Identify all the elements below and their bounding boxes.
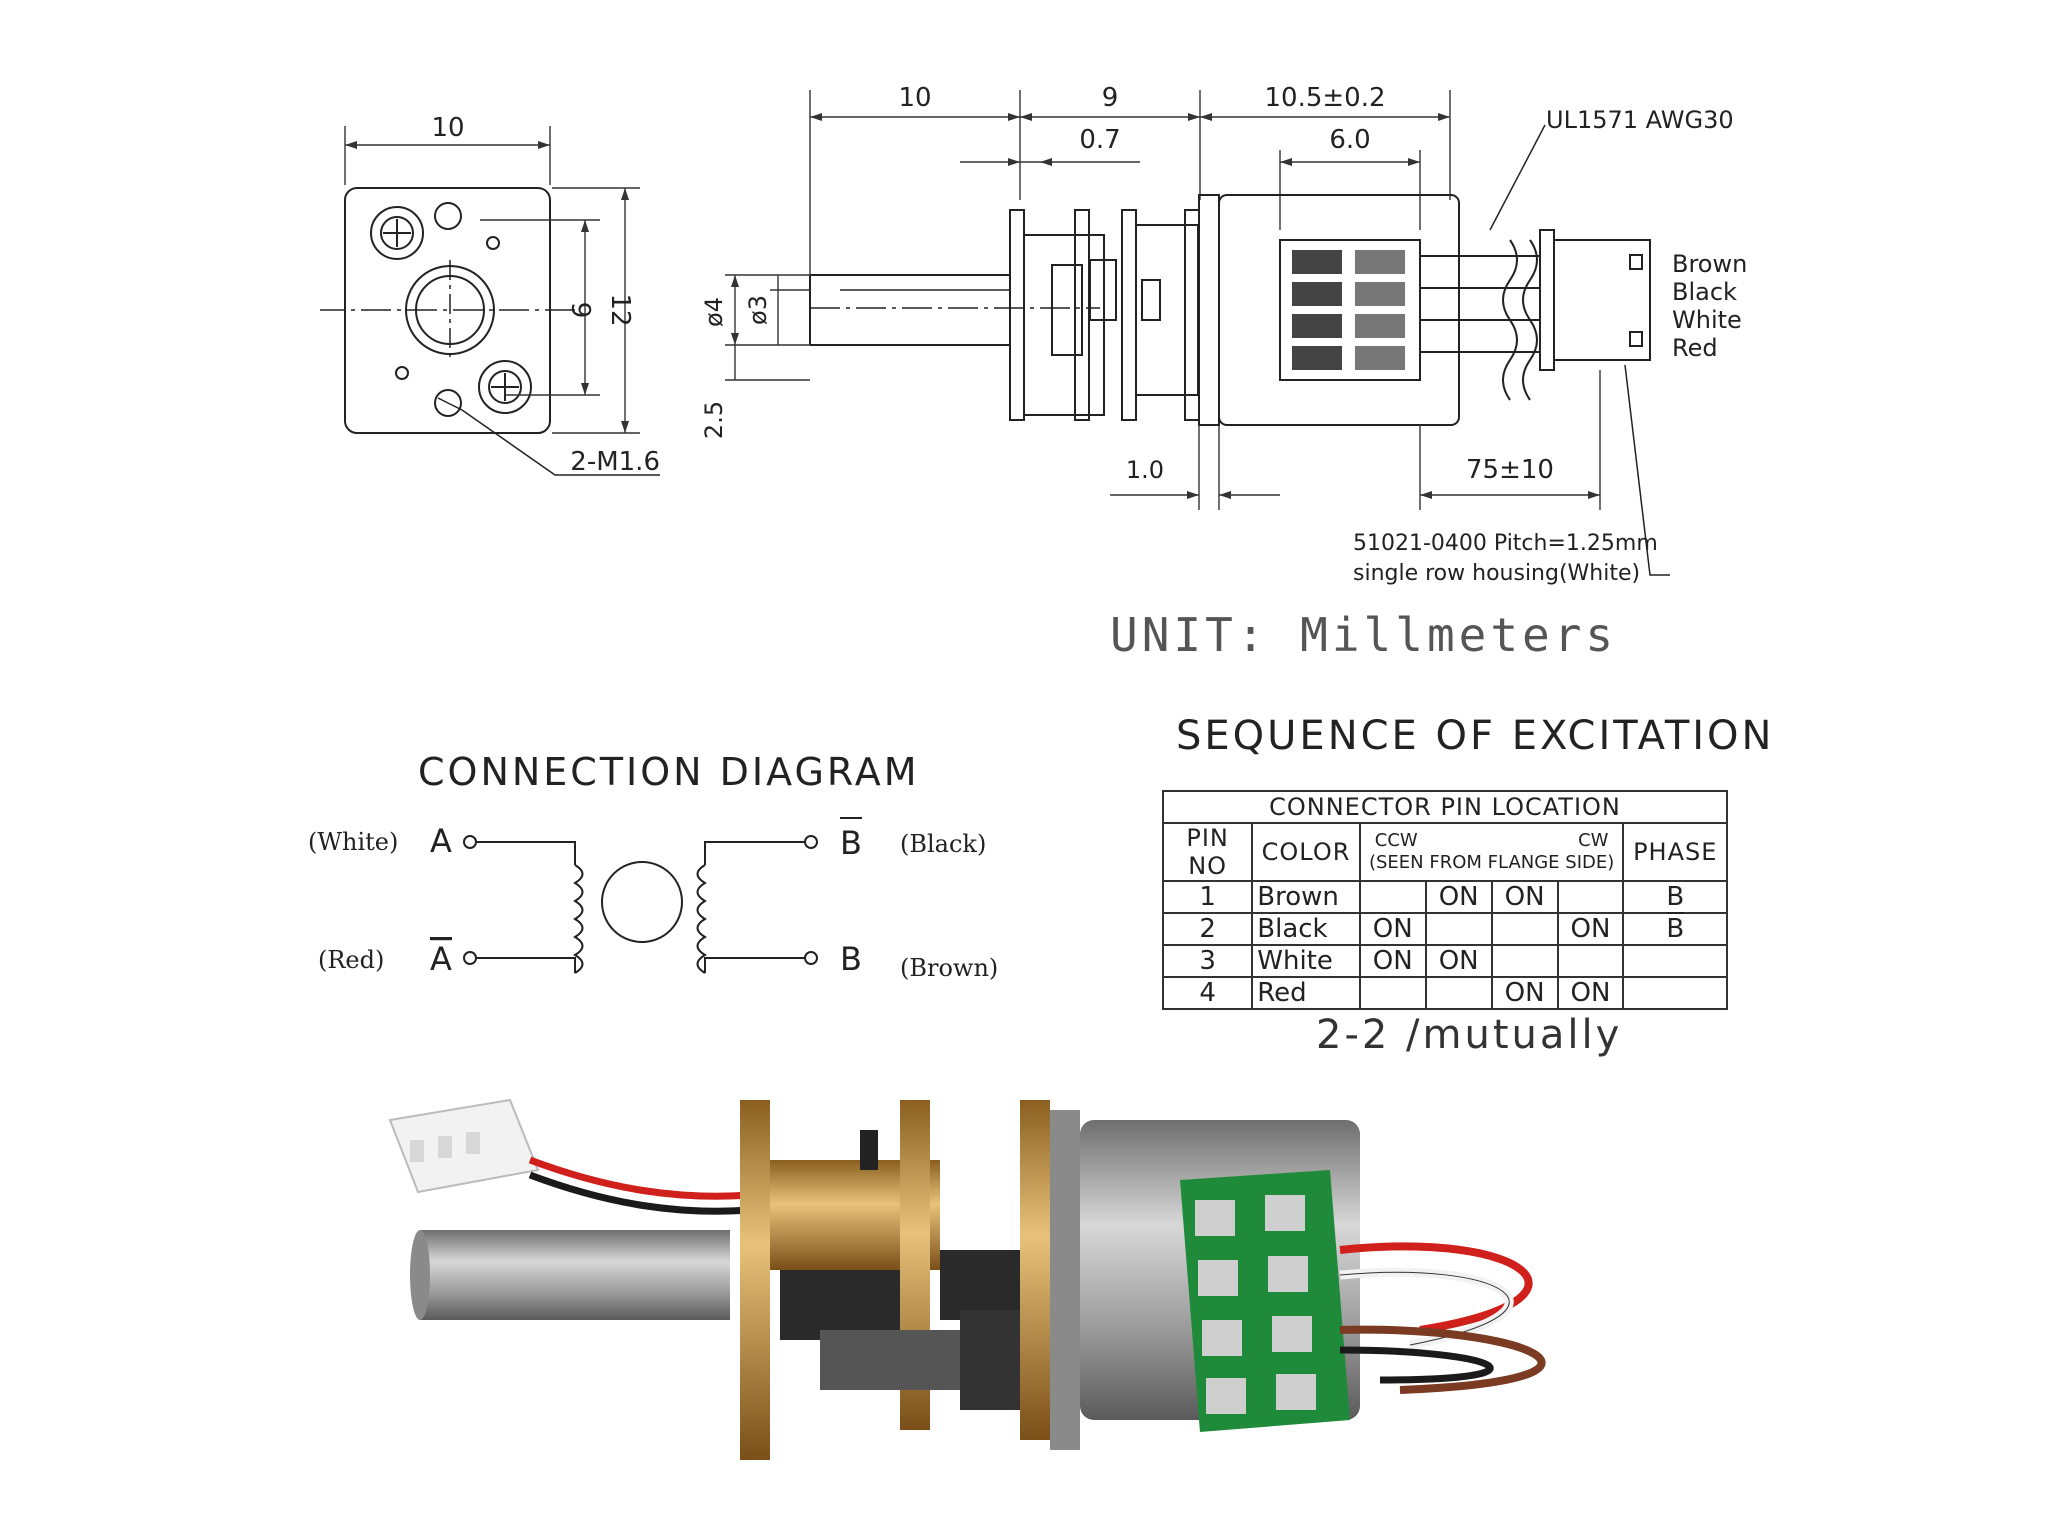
cell-color: Red [1251, 976, 1361, 1010]
table-row: 3 White ON ON [1161, 944, 1728, 978]
excitation-title: SEQUENCE OF EXCITATION [1176, 713, 1775, 759]
right-bottom-color: (Brown) [900, 954, 998, 982]
right-top-pin: B [840, 824, 862, 862]
wire-spec-label: UL1571 AWG30 [1546, 106, 1734, 134]
white-connector [388, 1098, 540, 1194]
col-ccw: CCW [1374, 830, 1418, 851]
cell-phase: B [1622, 880, 1728, 914]
cell-step: ON [1490, 880, 1559, 914]
dim-shaft-flat: ø3 [744, 295, 772, 325]
col-phase: PHASE [1622, 822, 1728, 882]
table-title: CONNECTOR PIN LOCATION [1162, 790, 1728, 824]
table-row: 2 Black ON ON B [1161, 912, 1728, 946]
cell-step [1490, 944, 1559, 978]
col-direction: CCW CW (SEEN FROM FLANGE SIDE) [1358, 822, 1625, 882]
dim-shaft-offset: 2.5 [700, 401, 728, 439]
end-view-drawing: 10 9 12 2-M1.6 [320, 113, 660, 477]
left-bottom-color: (Red) [318, 946, 384, 974]
connector-note-1: 51021-0400 Pitch=1.25mm [1353, 531, 1658, 556]
cell-pin: 3 [1161, 944, 1254, 978]
unit-label: UNIT: Millmeters [1110, 608, 1618, 662]
end-view-outer-height-dim: 12 [605, 293, 635, 326]
connection-diagram: (White) A A (Red) B (Black) B (Brown) [308, 817, 998, 982]
cell-pin: 2 [1161, 912, 1254, 946]
right-bottom-pin: B [840, 940, 862, 978]
dim-gearbox: 10 [898, 83, 931, 113]
wire-color-3: White [1672, 306, 1742, 334]
cell-step: ON [1424, 944, 1493, 978]
cell-pin: 4 [1161, 976, 1254, 1010]
left-top-color: (White) [308, 828, 398, 856]
cell-step: ON [1358, 944, 1427, 978]
dim-plate: 1.0 [1126, 456, 1164, 484]
board-pads [1292, 250, 1405, 370]
cell-step: ON [1556, 912, 1625, 946]
cell-color: Black [1251, 912, 1361, 946]
cell-step [1424, 912, 1493, 946]
cell-step: ON [1556, 976, 1625, 1010]
wire-color-4: Red [1672, 334, 1718, 362]
cell-step [1424, 976, 1493, 1010]
cell-step [1358, 880, 1427, 914]
table-row: 4 Red ON ON [1161, 976, 1728, 1010]
excitation-footer: 2-2 /mutually [1316, 1012, 1623, 1058]
col-color: COLOR [1251, 822, 1361, 882]
cell-step: ON [1424, 880, 1493, 914]
cell-pin: 1 [1161, 880, 1254, 914]
col-cw: CW [1578, 830, 1609, 851]
dim-flange: 0.7 [1079, 125, 1120, 155]
cell-phase [1622, 944, 1728, 978]
col-pin: PIN NO [1161, 822, 1254, 882]
cell-color: White [1251, 944, 1361, 978]
wire-color-2: Black [1672, 278, 1737, 306]
right-top-color: (Black) [900, 830, 986, 858]
cell-step [1556, 944, 1625, 978]
dim-shaft-outer: ø4 [700, 297, 728, 327]
dim-mid: 9 [1102, 83, 1119, 113]
cell-color: Brown [1251, 880, 1361, 914]
end-view-width-dim: 10 [431, 113, 464, 143]
table-row: 1 Brown ON ON B [1161, 880, 1728, 914]
cell-phase: B [1622, 912, 1728, 946]
gear-train [780, 1130, 1020, 1410]
pcb [1180, 1170, 1350, 1432]
end-view-inner-height-dim: 9 [565, 302, 595, 319]
connection-diagram-title: CONNECTION DIAGRAM [418, 750, 920, 794]
dim-lead: 75±10 [1466, 455, 1554, 485]
connector-note-2: single row housing(White) [1353, 561, 1640, 586]
wire-color-1: Brown [1672, 250, 1747, 278]
left-top-pin: A [430, 822, 452, 860]
excitation-table: CONNECTOR PIN LOCATION PIN NO COLOR CCW … [1161, 790, 1728, 1010]
cell-step [1556, 880, 1625, 914]
product-photo [388, 1098, 1546, 1460]
screw-label: 2-M1.6 [570, 447, 660, 477]
dim-board: 6.0 [1329, 125, 1370, 155]
side-view-drawing: 10 9 10.5±0.2 0.7 6.0 ø4 ø3 2.5 [700, 83, 1747, 586]
cell-step: ON [1358, 912, 1427, 946]
left-bottom-pin: A [430, 940, 452, 978]
cell-step [1358, 976, 1427, 1010]
dim-motor: 10.5±0.2 [1264, 83, 1385, 113]
cell-step: ON [1490, 976, 1559, 1010]
col-seen: (SEEN FROM FLANGE SIDE) [1368, 852, 1615, 873]
excitation-table-wrap: CONNECTOR PIN LOCATION PIN NO COLOR CCW … [1161, 790, 1728, 1010]
cell-step [1490, 912, 1559, 946]
cell-phase [1622, 976, 1728, 1010]
